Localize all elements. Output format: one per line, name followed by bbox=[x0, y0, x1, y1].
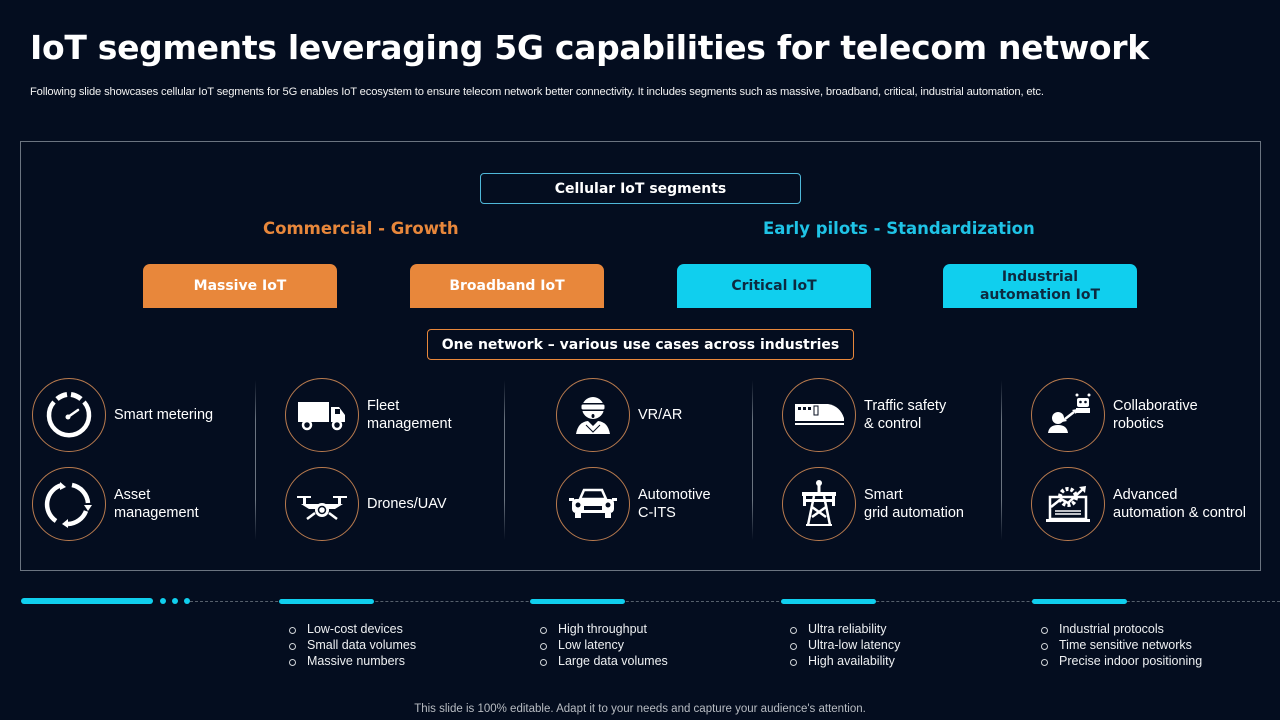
timeline-marker-massive bbox=[279, 599, 374, 604]
vr-headset-icon bbox=[556, 378, 630, 452]
characteristics-industrial-iot: Industrial protocols Time sensitive netw… bbox=[1039, 621, 1202, 669]
use-case-traffic-safety: Traffic safety & control bbox=[782, 378, 946, 452]
use-case-fleet-management: Fleet management bbox=[285, 378, 452, 452]
timeline-marker-critical bbox=[781, 599, 876, 604]
network-banner: One network – various use cases across i… bbox=[427, 329, 854, 360]
segment-massive-iot: Massive IoT bbox=[143, 264, 337, 308]
use-case-smart-grid: Smart grid automation bbox=[782, 467, 964, 541]
bullet-item: Small data volumes bbox=[287, 637, 416, 653]
root-node-cellular-iot: Cellular IoT segments bbox=[480, 173, 801, 204]
characteristics-massive-iot: Low-cost devices Small data volumes Mass… bbox=[287, 621, 416, 669]
use-case-drones: Drones/UAV bbox=[285, 467, 447, 541]
bullet-item: High availability bbox=[788, 653, 900, 669]
characteristics-broadband-iot: High throughput Low latency Large data v… bbox=[538, 621, 668, 669]
footer-note: This slide is 100% editable. Adapt it to… bbox=[414, 703, 866, 715]
use-case-label: Traffic safety & control bbox=[864, 398, 947, 432]
timeline-start-bar bbox=[21, 598, 153, 604]
timeline-marker-industrial bbox=[1032, 599, 1127, 604]
car-icon bbox=[556, 467, 630, 541]
column-divider bbox=[752, 380, 753, 540]
power-tower-icon bbox=[782, 467, 856, 541]
bullet-item: Time sensitive networks bbox=[1039, 637, 1202, 653]
segment-industrial-automation-iot: Industrial automation IoT bbox=[943, 264, 1137, 308]
characteristics-critical-iot: Ultra reliability Ultra-low latency High… bbox=[788, 621, 900, 669]
use-case-label: VR/AR bbox=[638, 407, 683, 423]
laptop-gear-chart-icon bbox=[1031, 467, 1105, 541]
page-subtitle: Following slide showcases cellular IoT s… bbox=[30, 86, 1044, 98]
use-case-vr-ar: VR/AR bbox=[556, 378, 682, 452]
use-case-label: Asset management bbox=[114, 487, 199, 521]
bullet-item: Low-cost devices bbox=[287, 621, 416, 637]
group-heading-early-pilots: Early pilots - Standardization bbox=[763, 219, 1035, 238]
use-case-label: Collaborative robotics bbox=[1113, 398, 1198, 432]
use-case-automotive: Automotive C-ITS bbox=[556, 467, 711, 541]
use-case-label: Smart metering bbox=[114, 407, 214, 423]
bullet-item: Precise indoor positioning bbox=[1039, 653, 1202, 669]
truck-icon bbox=[285, 378, 359, 452]
timeline-dot bbox=[184, 598, 190, 604]
bullet-item: Massive numbers bbox=[287, 653, 416, 669]
use-case-label: Automotive C-ITS bbox=[638, 487, 711, 521]
column-divider bbox=[1001, 380, 1002, 540]
bullet-item: Ultra reliability bbox=[788, 621, 900, 637]
column-divider bbox=[504, 380, 505, 540]
use-case-asset-management: Asset management bbox=[32, 467, 199, 541]
diagram-frame bbox=[20, 141, 1261, 571]
segment-critical-iot: Critical IoT bbox=[677, 264, 871, 308]
bullet-item: Low latency bbox=[538, 637, 668, 653]
bullet-item: Industrial protocols bbox=[1039, 621, 1202, 637]
speedometer-icon bbox=[32, 378, 106, 452]
page-title: IoT segments leveraging 5G capabilities … bbox=[30, 28, 1149, 67]
use-case-label: Drones/UAV bbox=[367, 496, 447, 512]
bullet-item: High throughput bbox=[538, 621, 668, 637]
column-divider bbox=[255, 380, 256, 540]
use-case-smart-metering: Smart metering bbox=[32, 378, 213, 452]
use-case-advanced-automation: Advanced automation & control bbox=[1031, 467, 1246, 541]
bullet-item: Large data volumes bbox=[538, 653, 668, 669]
train-icon bbox=[782, 378, 856, 452]
use-case-label: Smart grid automation bbox=[864, 487, 964, 521]
timeline-dashed-line bbox=[190, 601, 1280, 602]
timeline-dot bbox=[160, 598, 166, 604]
timeline-dot bbox=[172, 598, 178, 604]
human-robot-icon bbox=[1031, 378, 1105, 452]
drone-icon bbox=[285, 467, 359, 541]
use-case-collaborative-robotics: Collaborative robotics bbox=[1031, 378, 1198, 452]
bullet-item: Ultra-low latency bbox=[788, 637, 900, 653]
segment-broadband-iot: Broadband IoT bbox=[410, 264, 604, 308]
timeline-marker-broadband bbox=[530, 599, 625, 604]
refresh-cycle-icon bbox=[32, 467, 106, 541]
use-case-label: Advanced automation & control bbox=[1113, 487, 1246, 521]
use-case-label: Fleet management bbox=[367, 398, 452, 432]
group-heading-commercial: Commercial - Growth bbox=[263, 219, 459, 238]
